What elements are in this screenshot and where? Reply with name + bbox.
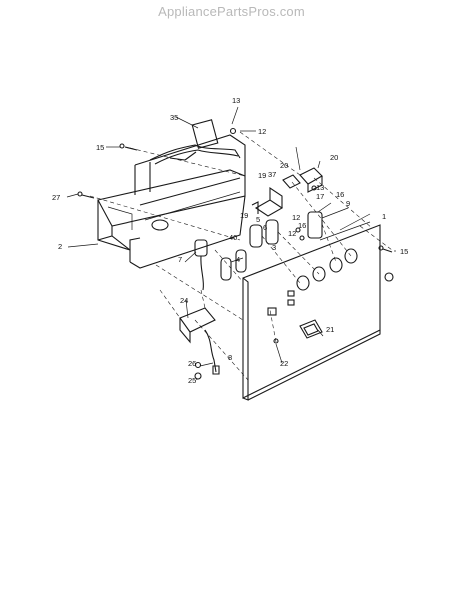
callout-2: 2 [58,242,62,251]
callout-5: 5 [256,215,260,224]
callout-19-left: 19 [240,211,248,220]
callout-21: 21 [326,325,334,334]
leader-lines [66,106,396,381]
callout-9: 9 [346,199,350,208]
alignment-lines [89,131,393,381]
callout-12-top: 12 [258,127,266,136]
callout-20-left: 20 [280,161,288,170]
switch-assembly [220,186,284,281]
callout-3: 3 [272,243,276,252]
callout-19-top: 19 [258,171,266,180]
callout-35: 35 [170,113,178,122]
callout-7: 7 [178,255,182,264]
callout-27: 27 [52,193,60,202]
callout-16-mid: 16 [298,221,306,230]
callout-37: 37 [268,170,276,179]
callout-8: 8 [228,353,232,362]
callout-12-low: 12 [288,229,296,238]
wire-harness [149,119,241,165]
callout-22: 22 [280,359,288,368]
control-panel [242,221,394,401]
right-components [282,167,323,241]
callout-16-right: 16 [336,190,344,199]
callout-1: 1 [382,212,386,221]
callout-4: 4 [236,255,240,264]
callout-26: 26 [188,359,196,368]
screws [77,127,393,344]
housing-box [97,134,246,269]
knob [299,319,323,339]
callout-25: 25 [188,376,196,385]
watermark: AppliancePartsPros.com [158,4,305,19]
callout-40: 40 [229,233,237,242]
callout-17: 17 [316,192,324,201]
callout-15-left: 15 [96,143,104,152]
callout-13-right: 13 [316,183,324,192]
callout-24: 24 [180,296,188,305]
callout-labels: 13 35 12 15 27 2 20 20 19 37 13 16 17 9 … [52,96,408,385]
callout-6: 6 [263,223,267,232]
callout-20-right: 20 [330,153,338,162]
callout-13-top: 13 [232,96,240,105]
callout-12-mid: 12 [292,213,300,222]
callout-15-right: 15 [400,247,408,256]
